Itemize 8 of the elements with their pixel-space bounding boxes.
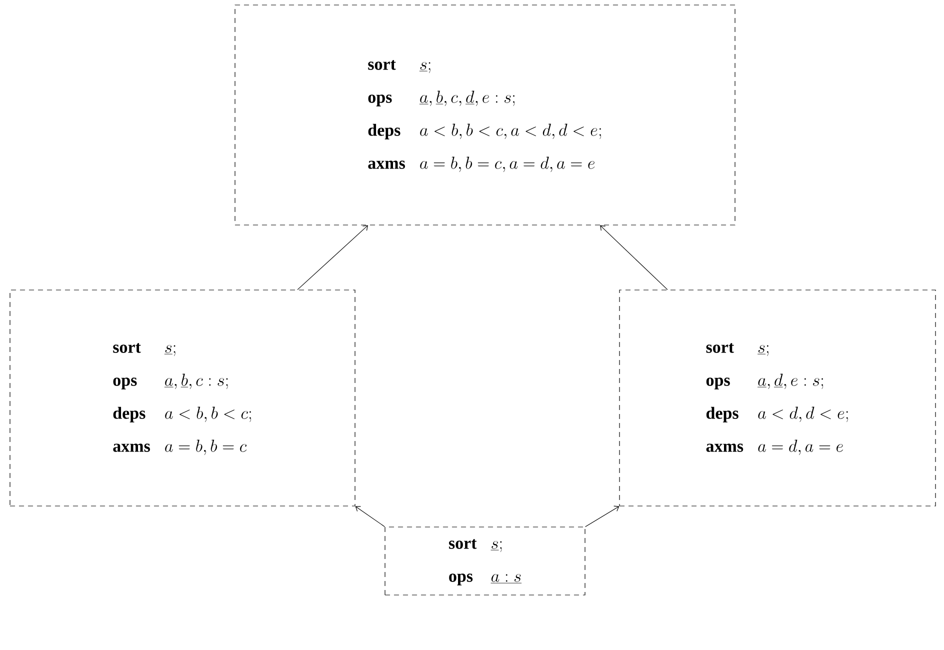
arrow [600,225,668,290]
spec-box: sort $\underline{s};$ ops $\underline{a}, \underline{b}, c : s;$ deps $a < b, b < c;$ axms $a = b, b = c$ [10,290,356,506]
arrow [355,506,385,527]
arrow [297,225,368,290]
arrow [585,506,620,527]
spec-box: sort $\underline{s};$ ops $\underline{a}, \underline{b}, c, \underline{d}, e : s;$ deps $a < b, b < c, a < d, d < e;$ axms $a = b, b = c, a = d, a = e$ [234,4,736,226]
spec-box: sort $\underline{s};$ ops $\underline{a : s}$ [384,526,586,596]
spec-box: sort $\underline{s};$ ops $\underline{a}, \underline{d}, e : s;$ deps $a < d, d < e;$ axms $a = d, a = e$ [619,290,936,506]
